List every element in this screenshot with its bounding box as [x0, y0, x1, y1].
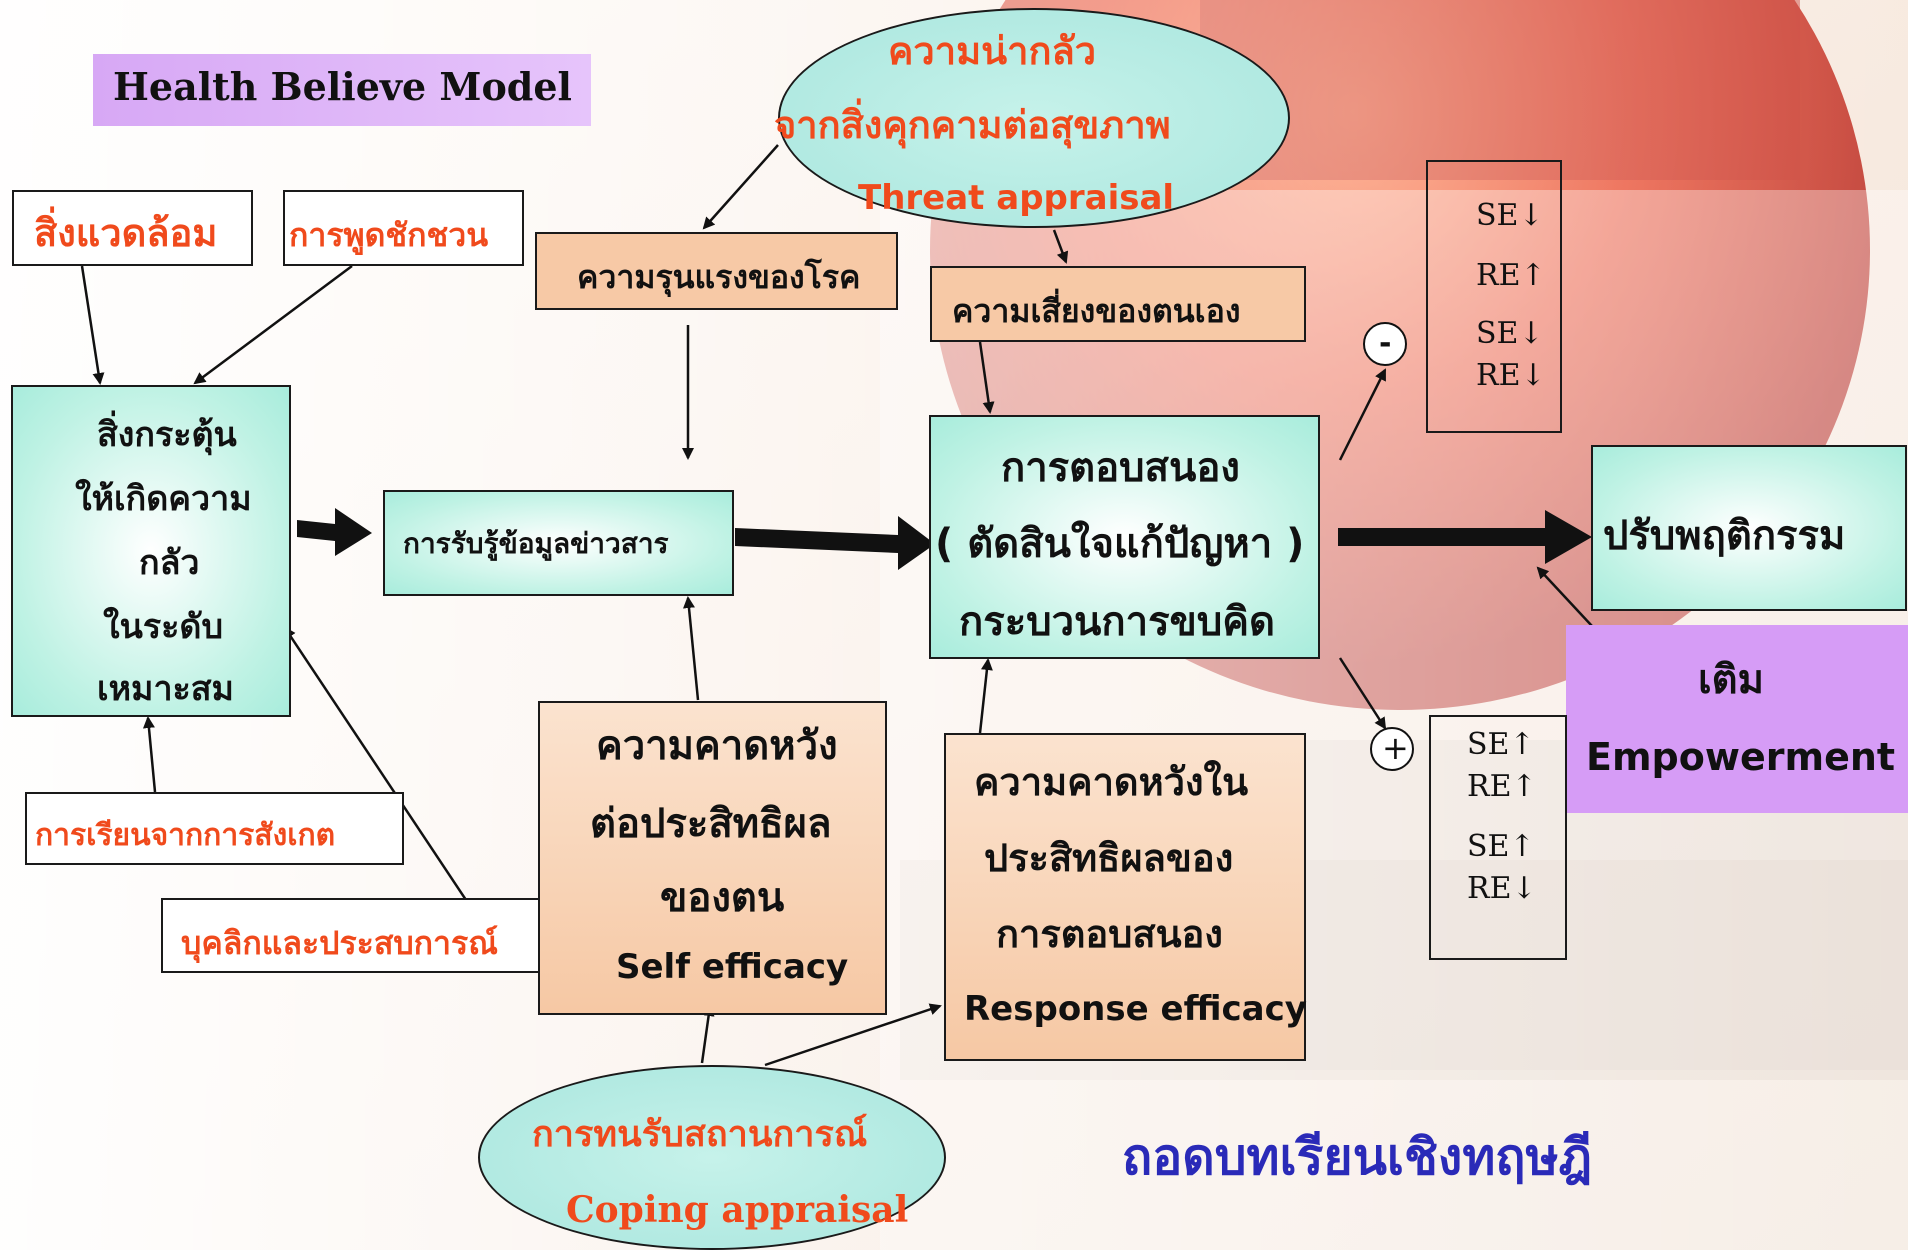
vulnerability-box: ความเสี่ยงของตนเอง	[930, 266, 1306, 342]
self-efficacy-line1: ความคาดหวัง	[596, 723, 838, 769]
info-perception-label: การรับรู้ข้อมูลข่าวสาร	[403, 527, 669, 560]
arrow-threat-to-vulnerability	[1052, 229, 1069, 264]
behavior-change-label: ปรับพฤติกรรม	[1603, 513, 1846, 559]
environment-box: สิ่งแวดล้อม	[12, 190, 253, 266]
empowerment-box: เติม Empowerment	[1566, 625, 1908, 813]
pos-outcome-3: SE↑	[1467, 829, 1535, 864]
self-efficacy-line3: ของตน	[660, 875, 785, 921]
severity-label: ความรุนแรงของโรค	[577, 258, 861, 296]
neg-outcome-3-label: SE	[1476, 316, 1519, 351]
thick-arrow-perception-to-response	[735, 516, 935, 570]
negative-outcomes-box: SE↓ RE↑ SE↓ RE↓	[1426, 160, 1562, 433]
pos-outcome-3-label: SE	[1467, 829, 1510, 864]
empowerment-line2: Empowerment	[1586, 735, 1896, 779]
fear-stimulus-line4: ในระดับ	[103, 607, 224, 647]
observational-learning-label: การเรียนจากการสังเกต	[35, 818, 336, 853]
neg-outcome-2: RE↑	[1476, 258, 1546, 293]
fear-stimulus-line1: สิ่งกระตุ้น	[97, 415, 237, 455]
minus-sign: -	[1379, 326, 1392, 361]
footer-lesson-title: ถอดบทเรียนเชิงทฤษฎี	[1122, 1128, 1593, 1186]
neg-outcome-4: RE↓	[1476, 358, 1546, 393]
neg-outcome-1: SE↓	[1476, 198, 1544, 233]
neg-outcome-1-label: SE	[1476, 198, 1519, 233]
fear-stimulus-box: สิ่งกระตุ้น ให้เกิดความ กลัว ในระดับ เหม…	[11, 385, 291, 717]
pos-outcome-2-label: RE	[1467, 769, 1512, 804]
plus-sign-circle: +	[1370, 727, 1414, 771]
arrow-response-to-minus	[1338, 368, 1387, 461]
pos-outcome-3-arrow: ↑	[1509, 829, 1535, 864]
positive-outcomes-box: SE↑ RE↑ SE↑ RE↓	[1429, 715, 1567, 960]
neg-outcome-2-arrow: ↑	[1520, 258, 1546, 293]
fear-stimulus-line2: ให้เกิดความ	[75, 479, 252, 519]
pos-outcome-1: SE↑	[1467, 727, 1535, 762]
response-line3: กระบวนการขบคิด	[959, 599, 1276, 645]
threat-line1: ความน่ากลัว	[888, 29, 1097, 73]
neg-outcome-3: SE↓	[1476, 316, 1544, 351]
arrow-observation-to-stimulus	[142, 716, 157, 793]
response-efficacy-line4: Response efficacy	[964, 989, 1307, 1029]
response-line1: การตอบสนอง	[1001, 445, 1240, 491]
pos-outcome-4-label: RE	[1467, 871, 1512, 906]
coping-line2: Coping appraisal	[566, 1189, 909, 1231]
pos-outcome-2-arrow: ↑	[1511, 769, 1537, 804]
pos-outcome-4-arrow: ↓	[1511, 871, 1537, 906]
vulnerability-label: ความเสี่ยงของตนเอง	[952, 292, 1241, 330]
environment-label: สิ่งแวดล้อม	[34, 211, 218, 255]
observational-learning-box: การเรียนจากการสังเกต	[25, 792, 404, 865]
neg-outcome-3-arrow: ↓	[1518, 316, 1544, 351]
neg-outcome-4-label: RE	[1476, 358, 1521, 393]
persuasion-box: การพูดชักชวน	[283, 190, 524, 266]
threat-line2: จากสิ่งคุกคามต่อสุขภาพ	[774, 103, 1171, 147]
response-efficacy-line1: ความคาดหวังใน	[974, 760, 1249, 804]
coping-line1: การทนรับสถานการณ์	[532, 1114, 868, 1155]
arrow-coping-to-selfefficacy	[700, 1004, 715, 1064]
neg-outcome-2-label: RE	[1476, 258, 1521, 293]
self-efficacy-line2: ต่อประสิทธิผล	[590, 801, 832, 847]
personality-box: บุคลิกและประสบการณ์	[161, 898, 568, 973]
pos-outcome-4: RE↓	[1467, 871, 1537, 906]
response-efficacy-line3: การตอบสนอง	[996, 912, 1223, 956]
behavior-change-box: ปรับพฤติกรรม	[1591, 445, 1907, 611]
arrow-responseefficacy-to-response	[978, 658, 993, 734]
response-box: การตอบสนอง ( ตัดสินใจแก้ปัญหา ) กระบวนกา…	[929, 415, 1320, 659]
arrow-coping-to-responseefficacy	[764, 1003, 942, 1067]
severity-box: ความรุนแรงของโรค	[535, 232, 898, 310]
neg-outcome-4-arrow: ↓	[1520, 358, 1546, 393]
response-efficacy-line2: ประสิทธิผลของ	[984, 836, 1234, 880]
arrow-persuasion-to-stimulus	[193, 264, 353, 385]
pos-outcome-1-label: SE	[1467, 727, 1510, 762]
empowerment-line1: เติม	[1698, 657, 1765, 703]
persuasion-label: การพูดชักชวน	[289, 216, 489, 254]
fear-stimulus-line5: เหมาะสม	[97, 669, 234, 709]
arrow-personality-to-stimulus	[283, 626, 480, 919]
self-efficacy-box: ความคาดหวัง ต่อประสิทธิผล ของตน Self eff…	[538, 701, 887, 1015]
thick-arrow-response-to-behavior	[1338, 510, 1592, 564]
coping-appraisal-ellipse: การทนรับสถานการณ์ Coping appraisal	[478, 1065, 946, 1250]
self-efficacy-line4: Self efficacy	[616, 947, 849, 987]
pos-outcome-2: RE↑	[1467, 769, 1537, 804]
info-perception-box: การรับรู้ข้อมูลข่าวสาร	[383, 490, 734, 596]
plus-sign: +	[1382, 729, 1409, 767]
page-title: Health Believe Model	[113, 64, 572, 109]
fear-stimulus-line3: กลัว	[139, 543, 200, 583]
arrow-environment-to-stimulus	[80, 265, 105, 385]
title-banner: Health Believe Model	[93, 54, 591, 126]
pos-outcome-1-arrow: ↑	[1509, 727, 1535, 762]
response-line2: ( ตัดสินใจแก้ปัญหา )	[935, 521, 1305, 567]
threat-line3: Threat appraisal	[858, 178, 1175, 218]
thick-arrow-stimulus-to-perception	[297, 508, 372, 556]
response-efficacy-box: ความคาดหวังใน ประสิทธิผลของ การตอบสนอง R…	[944, 733, 1307, 1061]
arrow-selfefficacy-to-perception	[683, 596, 700, 701]
neg-outcome-1-arrow: ↓	[1518, 198, 1544, 233]
threat-appraisal-ellipse: ความน่ากลัว จากสิ่งคุกคามต่อสุขภาพ Threa…	[774, 8, 1290, 228]
arrow-response-to-plus	[1338, 657, 1387, 730]
arrow-vulnerability-to-response	[978, 341, 995, 414]
arrow-threat-to-severity	[702, 144, 779, 230]
minus-sign-circle: -	[1363, 322, 1407, 366]
personality-label: บุคลิกและประสบการณ์	[181, 924, 498, 962]
